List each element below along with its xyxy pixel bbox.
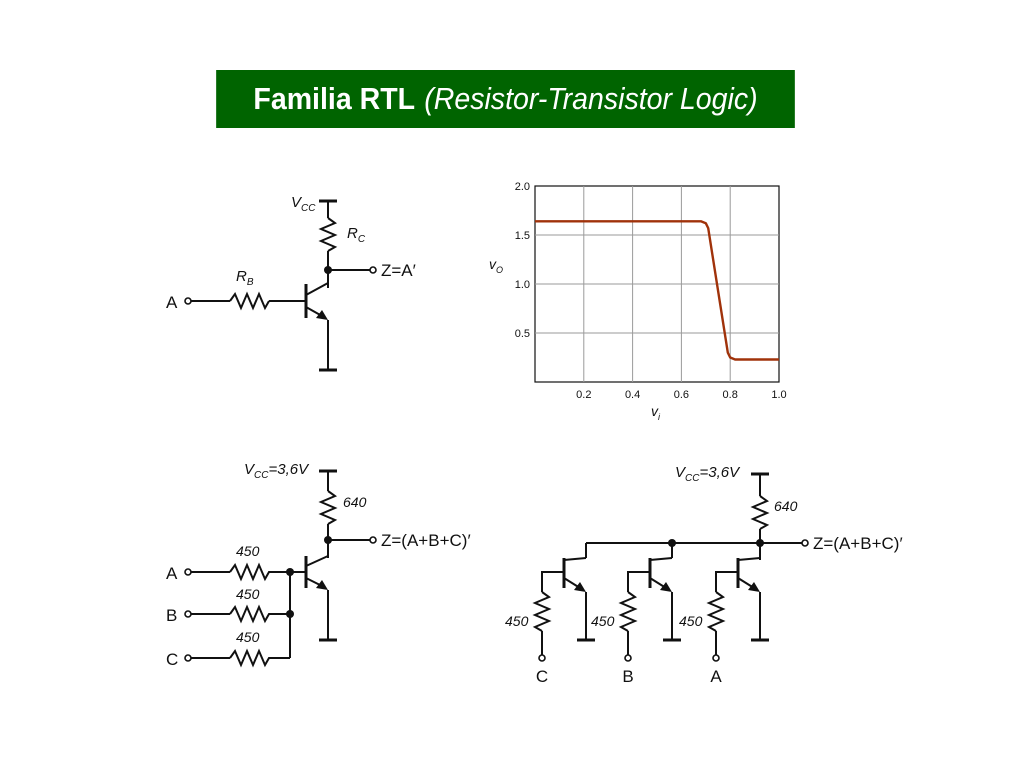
transfer-curve (535, 220, 779, 361)
c3-base-resistor-value: 450 (591, 613, 615, 629)
y-tick-label: 1.5 (515, 230, 530, 242)
x-tick-label: 0.6 (674, 389, 689, 401)
chart-x-axis-label: vi (651, 403, 661, 422)
c3-input-terminal (538, 654, 546, 662)
nor-single-transistor-circuit: VCC=3,6V 640 Z=(A+B+C)′ 450 A 450 B 450 (166, 461, 471, 669)
c3-base-resistor (618, 591, 638, 632)
c1-emitter-arrow (316, 310, 328, 320)
c1-rc-label: RC (347, 225, 366, 245)
c3-output-label: Z=(A+B+C)′ (813, 534, 903, 553)
title-italic: (Resistor-Transistor Logic) (424, 81, 758, 116)
c3-vcc-label: VCC=3,6V (675, 464, 741, 484)
c2-input-resistor-value: 450 (236, 586, 260, 602)
c2-input-resistor (229, 562, 290, 582)
chart-y-ticks: 2.0 1.5 1.0 0.5 (515, 181, 530, 340)
c3-base-resistor-value: 450 (679, 613, 703, 629)
c2-input-label: C (166, 650, 178, 669)
c2-output-label: Z=(A+B+C)′ (381, 531, 471, 550)
c3-emitter-arrow (660, 582, 672, 592)
y-tick-label: 1.0 (515, 279, 530, 291)
c1-base-resistor (229, 291, 270, 311)
c3-input-label: B (622, 667, 633, 686)
c2-input-terminal-a (184, 568, 192, 576)
title-bold: Familia RTL (253, 81, 416, 116)
c3-output-terminal (801, 539, 809, 547)
c1-output-terminal (369, 266, 377, 274)
c2-vcc-label: VCC=3,6V (244, 461, 310, 481)
c2-collector-resistor-value: 640 (343, 494, 367, 510)
c2-input-terminal-c (184, 654, 192, 662)
transfer-chart: 2.0 1.5 1.0 0.5 0.2 0.4 0.6 0.8 1.0 vO vi (489, 181, 787, 422)
c2-input-terminal-b (184, 610, 192, 618)
title-banner: Familia RTL (Resistor-Transistor Logic) (216, 70, 795, 128)
chart-grid (535, 186, 779, 382)
c3-input-label: C (536, 667, 548, 686)
c2-input-resistor-value: 450 (236, 543, 260, 559)
c3-base-resistor (532, 591, 552, 632)
c3-input-terminal (712, 654, 720, 662)
c3-collector-resistor-value: 640 (774, 498, 798, 514)
c1-input-terminal (184, 297, 192, 305)
c2-input-label: A (166, 564, 178, 583)
c2-input-resistor (229, 604, 290, 624)
c2-input-resistor-value: 450 (236, 629, 260, 645)
x-tick-label: 1.0 (771, 389, 786, 401)
c1-vcc-label: VCC (291, 194, 316, 214)
c3-emitter-arrow (574, 582, 586, 592)
c2-emitter-arrow (316, 580, 328, 590)
c2-output-terminal (369, 536, 377, 544)
c3-input-label: A (710, 667, 722, 686)
y-tick-label: 0.5 (515, 328, 530, 340)
chart-y-axis-label: vO (489, 256, 503, 275)
inverter-circuit: VCC RC Z=A′ RB A (166, 194, 416, 372)
c3-emitter-arrow (748, 582, 760, 592)
x-tick-label: 0.2 (576, 389, 591, 401)
c3-collector-resistor (750, 495, 770, 530)
c3-base-resistor-value: 450 (505, 613, 529, 629)
c2-collector-resistor (318, 490, 338, 525)
c1-rb-label: RB (236, 268, 254, 288)
y-tick-label: 2.0 (515, 181, 530, 193)
c3-base-resistor (706, 591, 726, 632)
x-tick-label: 0.4 (625, 389, 640, 401)
chart-x-ticks: 0.2 0.4 0.6 0.8 1.0 (576, 389, 786, 401)
x-tick-label: 0.8 (723, 389, 738, 401)
c1-input-label: A (166, 293, 178, 312)
c2-input-label: B (166, 606, 177, 625)
c1-output-label: Z=A′ (381, 261, 416, 280)
c2-input-resistor (229, 648, 290, 668)
c3-input-terminal (624, 654, 632, 662)
c1-collector-resistor (318, 217, 338, 252)
